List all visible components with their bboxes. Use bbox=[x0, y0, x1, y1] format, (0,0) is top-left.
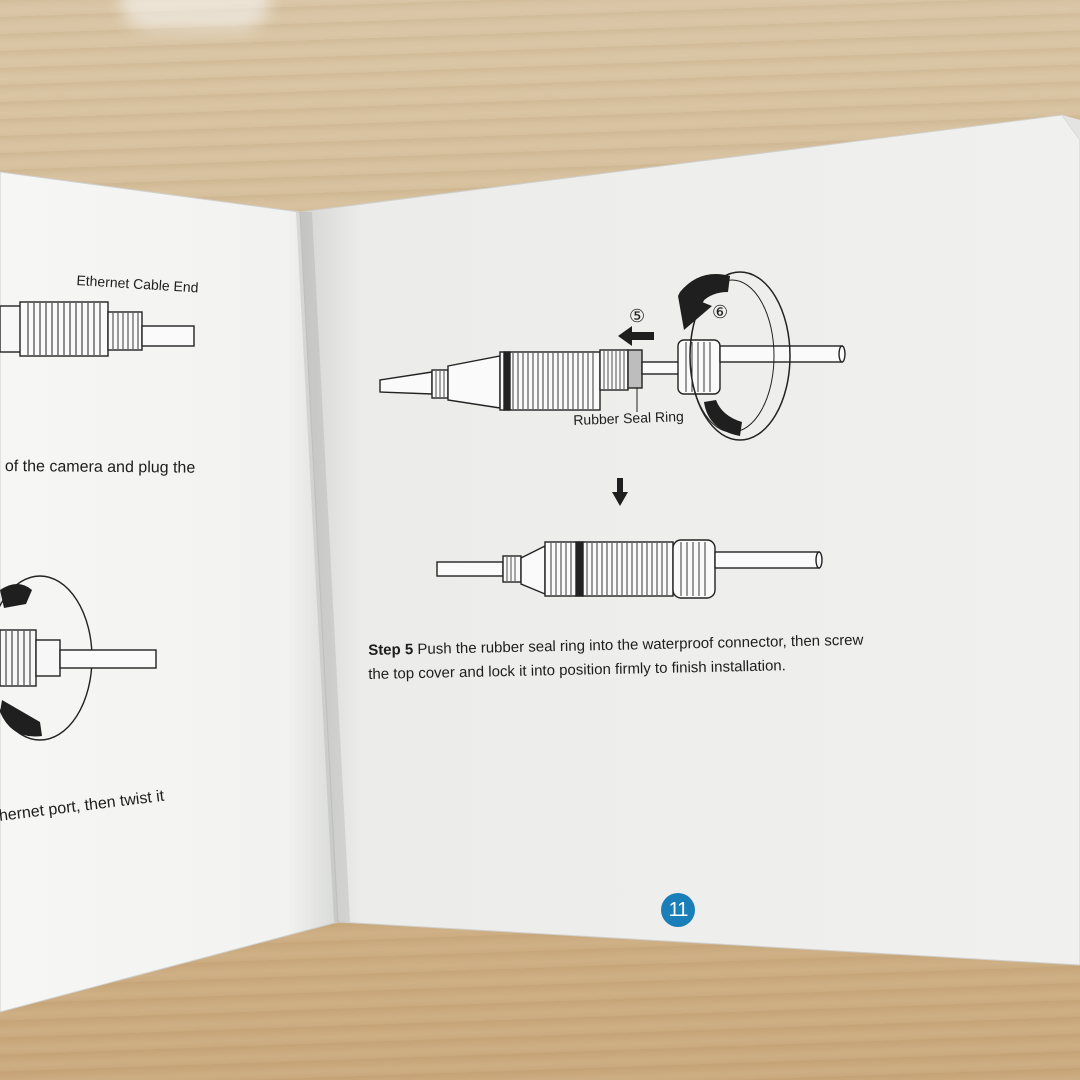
down-arrow bbox=[612, 478, 628, 506]
assembled-connector bbox=[436, 539, 823, 599]
spine-shadow bbox=[296, 212, 350, 922]
push-arrow bbox=[618, 326, 654, 346]
ethernet-cable-end-drawing bbox=[0, 301, 195, 357]
step-5-label: Step 5 bbox=[368, 641, 414, 659]
left-instruction-line-1: of the camera and plug the bbox=[4, 458, 196, 477]
left-rotation-drawing bbox=[0, 575, 157, 741]
right-page-edge bbox=[1062, 115, 1080, 140]
top-connector-assembly bbox=[379, 339, 846, 412]
step-6-marker: ⑥ bbox=[712, 302, 729, 322]
step-5-marker: ⑤ bbox=[629, 306, 646, 326]
page-number-badge: 11 bbox=[661, 893, 695, 927]
blurred-object bbox=[120, 0, 270, 30]
rotation-arrow-ring bbox=[678, 271, 791, 441]
